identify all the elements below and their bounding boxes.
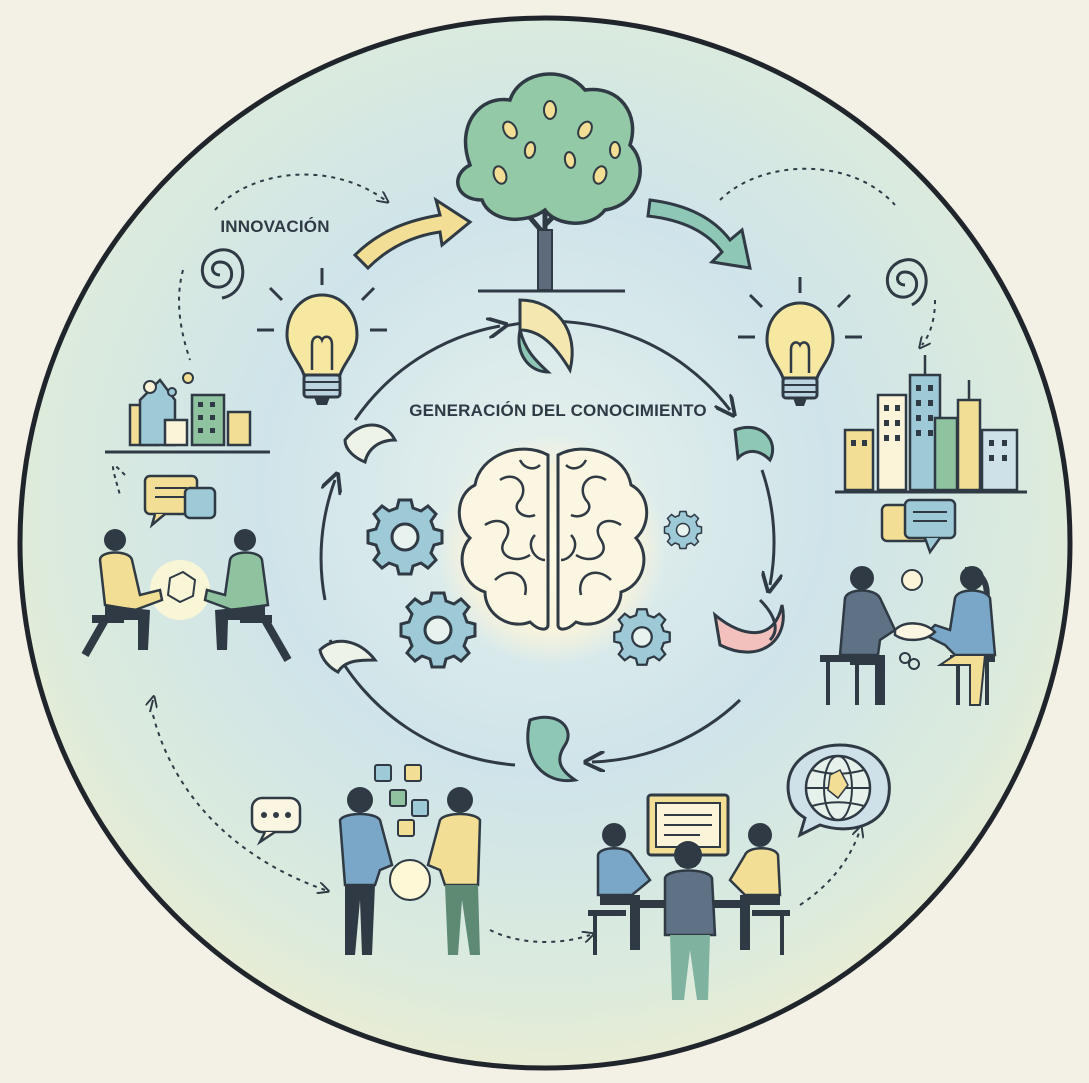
ribbon-swoosh-upper-left [343,423,398,465]
cycle-arrow-right [762,469,774,585]
ribbon-swoosh-left [318,639,379,674]
handshake-icon [820,566,997,706]
arrow-icon [646,198,752,270]
cycle-arrow-lower-left [328,639,516,767]
center-title: GENERACIÓN DEL CONOCIMIENTO [409,401,707,420]
speech-bubble-icon [250,796,302,846]
dashed-arrow [152,714,325,890]
people-icon [338,764,482,955]
lightbulb-icon [257,268,387,405]
people-icon [81,529,292,662]
city-icon [105,372,270,454]
dashed-arrow [719,167,896,206]
gear-icon [613,608,671,666]
ribbon-swoosh-bottom [526,715,579,783]
lightbulb-icon [738,277,862,406]
central-cycle [318,298,785,783]
spiral-icon [885,258,928,307]
ribbon-swoosh-top [518,298,574,374]
gear-icon [399,591,477,669]
cycle-arrow-left [319,480,335,601]
dashed-arrow [178,269,191,361]
people-icon [588,823,790,1000]
speech-bubble-icon [880,498,957,555]
cycle-arrow-bottom [592,698,742,762]
ribbon-swoosh-right [733,425,774,463]
dashed-arrow [799,830,860,906]
dashed-arrow [489,929,590,943]
gear-icon [366,498,444,576]
globe-icon [786,743,891,838]
dashed-arrow [214,173,385,211]
innovation-label: INNOVACIÓN [220,217,329,236]
brain-icon [437,435,667,665]
cycle-arrow-upper-left [353,326,500,421]
spiral-icon [200,248,245,300]
speech-bubble-icon [143,474,217,529]
tree-icon [456,72,642,293]
ribbon-swoosh-top-inner [517,329,552,374]
arrow-icon [352,196,473,271]
ribbon-swoosh-lower-right [712,604,785,654]
gear-icon [663,510,703,550]
city-icon [835,355,1027,494]
